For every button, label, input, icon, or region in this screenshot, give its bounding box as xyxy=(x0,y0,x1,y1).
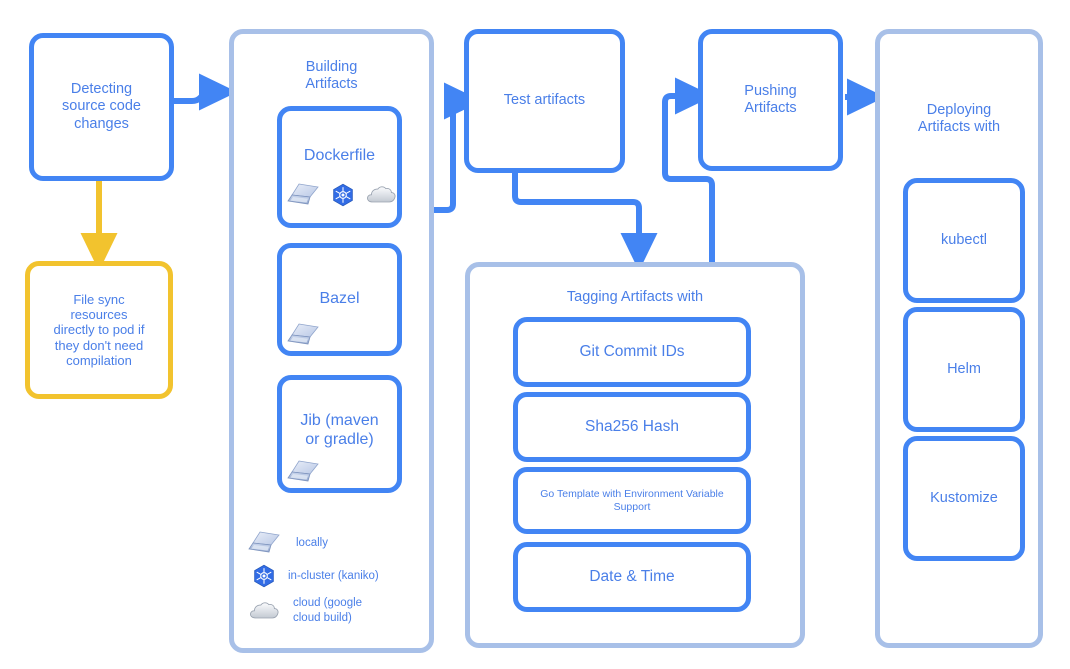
node-label: Bazel xyxy=(319,290,360,308)
node-label: Date & Time xyxy=(589,567,675,585)
container-title: Deploying Artifacts with xyxy=(917,102,1001,136)
container-title: Tagging Artifacts with xyxy=(566,289,704,305)
node-label: Git Commit IDs xyxy=(579,342,685,360)
laptop-icon xyxy=(287,460,319,482)
node-sha256-hash[interactable]: Sha256 Hash xyxy=(513,392,751,462)
node-label: Sha256 Hash xyxy=(585,417,679,435)
wire-detecting-to-building xyxy=(174,73,238,111)
legend-item-locally: locally xyxy=(248,530,328,556)
legend-item-cloud: cloud (google cloud build) xyxy=(248,596,362,626)
laptop-icon xyxy=(287,323,319,345)
node-detecting-source-code-changes[interactable]: Detecting source code changes xyxy=(29,33,174,181)
node-file-sync-resources[interactable]: File sync resources directly to pod if t… xyxy=(25,261,173,399)
kubernetes-icon xyxy=(254,564,274,588)
laptop-icon xyxy=(248,531,280,553)
legend-label: cloud (google cloud build) xyxy=(293,597,363,624)
wire-building-to-test xyxy=(434,82,483,213)
laptop-icon xyxy=(287,183,319,205)
kubernetes-icon xyxy=(333,183,353,207)
node-kubectl[interactable]: kubectl xyxy=(903,178,1025,303)
legend-label: in-cluster (kaniko) xyxy=(288,569,379,582)
node-label: Pushing Artifacts xyxy=(744,82,797,116)
legend-item-in-cluster: in-cluster (kaniko) xyxy=(252,564,379,588)
node-pushing-artifacts[interactable]: Pushing Artifacts xyxy=(698,29,843,171)
node-label: Dockerfile xyxy=(303,147,376,164)
node-label: Test artifacts xyxy=(503,92,586,109)
node-label: Jib (maven or gradle) xyxy=(300,412,379,448)
cloud-icon xyxy=(250,602,279,619)
container-title: Building Artifacts xyxy=(305,59,358,93)
node-label: Go Template with Environment Variable Su… xyxy=(540,488,724,513)
node-helm[interactable]: Helm xyxy=(903,307,1025,432)
dockerfile-icon-row xyxy=(287,182,397,208)
node-git-commit-ids[interactable]: Git Commit IDs xyxy=(513,317,751,387)
node-date-and-time[interactable]: Date & Time xyxy=(513,542,751,612)
node-go-template[interactable]: Go Template with Environment Variable Su… xyxy=(513,467,751,534)
jib-icon-row xyxy=(287,459,321,485)
bazel-icon-row xyxy=(287,322,321,348)
legend-label: locally xyxy=(296,536,328,549)
node-label: File sync resources directly to pod if t… xyxy=(53,291,145,368)
node-test-artifacts[interactable]: Test artifacts xyxy=(464,29,625,173)
node-label: Helm xyxy=(947,360,981,377)
node-label: Kustomize xyxy=(930,489,998,506)
node-label: Detecting source code changes xyxy=(62,81,141,132)
node-label: kubectl xyxy=(941,231,987,248)
node-kustomize[interactable]: Kustomize xyxy=(903,436,1025,561)
cloud-icon xyxy=(367,186,396,203)
node-dockerfile[interactable]: Dockerfile xyxy=(277,106,402,228)
wire-test-to-tagging xyxy=(512,173,658,272)
